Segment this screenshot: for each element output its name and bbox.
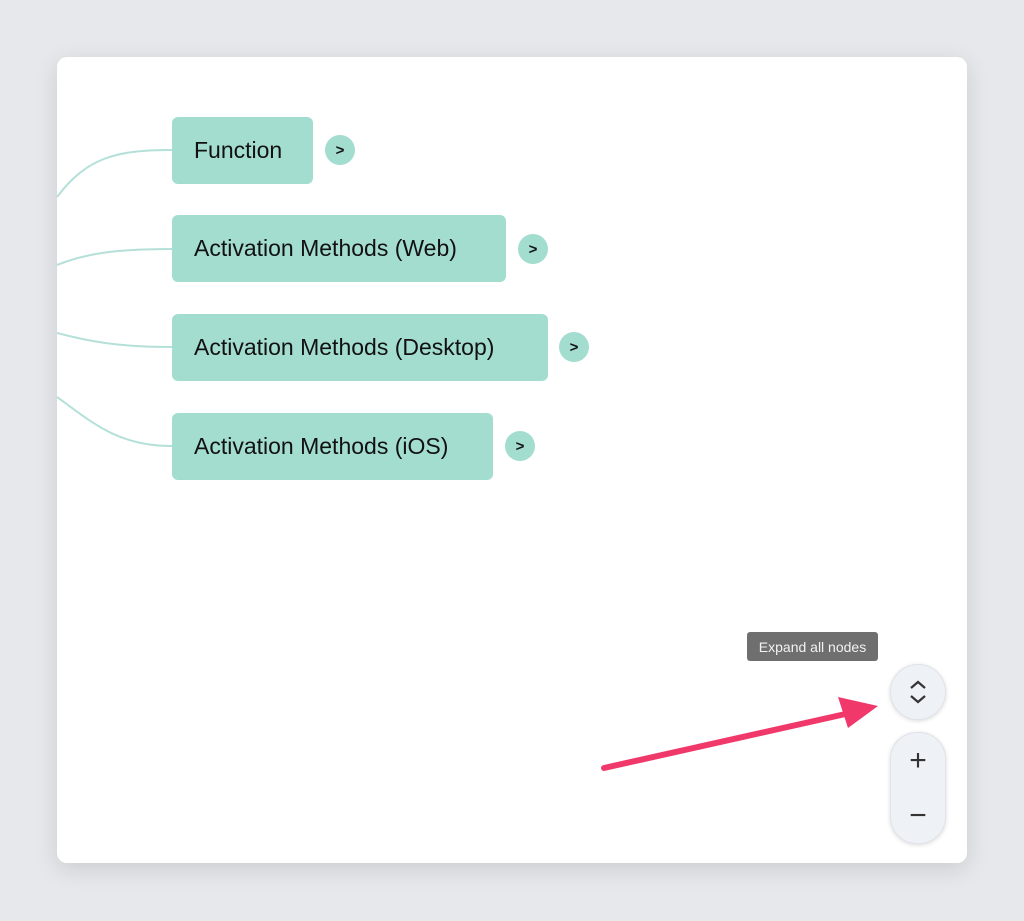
link-web <box>57 248 173 266</box>
node-label: Function <box>194 137 283 163</box>
chevron-up-down-icon <box>910 680 926 704</box>
mindmap-canvas[interactable]: Function > Activation Methods (Web) > Ac… <box>57 57 967 863</box>
node-label: Activation Methods (Desktop) <box>194 334 495 360</box>
tooltip: Expand all nodes <box>747 632 878 661</box>
node-activation-ios[interactable]: Activation Methods (iOS) <box>172 413 493 480</box>
expand-node-button[interactable]: > <box>518 234 548 264</box>
expand-node-button[interactable]: > <box>559 332 589 362</box>
zoom-in-button[interactable]: + <box>909 743 927 777</box>
node-label: Activation Methods (Web) <box>194 235 457 261</box>
expand-node-button[interactable]: > <box>325 135 355 165</box>
node-links <box>57 149 173 447</box>
link-ios <box>57 396 173 447</box>
node-activation-desktop[interactable]: Activation Methods (Desktop) <box>172 314 548 381</box>
zoom-out-button[interactable]: − <box>909 798 927 832</box>
expand-node-button[interactable]: > <box>505 431 535 461</box>
expand-all-button[interactable] <box>890 664 946 720</box>
node-function[interactable]: Function <box>172 117 313 184</box>
zoom-controls: + − <box>890 732 946 844</box>
link-function <box>57 149 173 198</box>
node-activation-web[interactable]: Activation Methods (Web) <box>172 215 506 282</box>
link-desktop <box>57 332 173 348</box>
node-label: Activation Methods (iOS) <box>194 433 449 459</box>
